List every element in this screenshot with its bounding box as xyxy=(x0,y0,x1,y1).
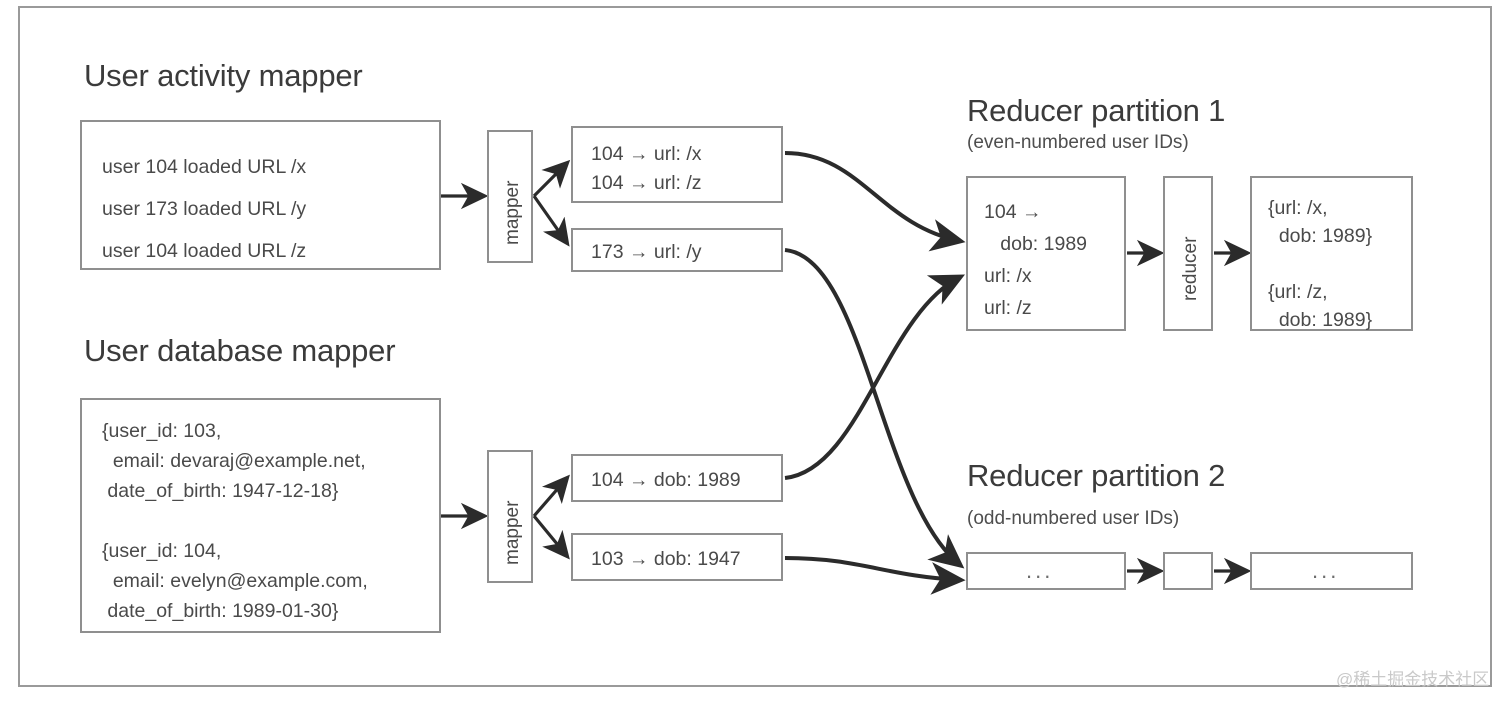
text-line: user 104 loaded URL /x xyxy=(102,156,307,178)
text-line: dob: 1989} xyxy=(1268,225,1373,247)
activity-mapper-output-lines-1: 104 → url: /x 104 → url: /z xyxy=(591,140,702,198)
user-database-input-box: {user_id: 103, email: devaraj@example.ne… xyxy=(80,398,441,633)
reducer-2-output-box: ... xyxy=(1250,552,1413,590)
user-database-mapper-title: User database mapper xyxy=(84,333,396,368)
watermark: @稀土掘金技术社区 xyxy=(1336,670,1490,689)
reducer-1-input-box: 104 → dob: 1989 url: /x url: /z xyxy=(966,176,1126,331)
reducer-partition-1-subtitle: (even-numbered user IDs) xyxy=(967,132,1189,153)
activity-mapper-label: mapper xyxy=(502,180,523,245)
text-line xyxy=(102,506,368,536)
text-line: 104 → url: /z xyxy=(591,172,702,194)
text-line: 173 → url: /y xyxy=(591,241,702,263)
database-mapper-label: mapper xyxy=(502,500,523,565)
user-activity-mapper-title: User activity mapper xyxy=(84,58,363,93)
text-line: {url: /z, xyxy=(1268,281,1328,303)
reducer-partition-1-title: Reducer partition 1 xyxy=(967,93,1226,128)
text-line: dob: 1989 xyxy=(984,233,1088,255)
reducer-2-input-box: ... xyxy=(966,552,1126,590)
reducer-partition-2-subtitle: (odd-numbered user IDs) xyxy=(967,508,1180,529)
reducer-2-output-ellipsis: ... xyxy=(1312,558,1340,583)
text-line: url: /x xyxy=(984,265,1032,287)
text-line: user 104 loaded URL /z xyxy=(102,240,307,262)
reducer-partition-2-title: Reducer partition 2 xyxy=(967,458,1226,493)
text-line: date_of_birth: 1989-01-30} xyxy=(102,600,339,622)
text-line: {user_id: 103, xyxy=(102,420,222,442)
text-line: date_of_birth: 1947-12-18} xyxy=(102,480,339,502)
activity-mapper-output-box-1: 104 → url: /x 104 → url: /z xyxy=(571,126,783,203)
text-line: {user_id: 104, xyxy=(102,540,222,562)
activity-mapper-output-lines-2: 173 → url: /y xyxy=(591,241,702,263)
text-line: 104 → url: /x xyxy=(591,143,702,165)
text-line: url: /z xyxy=(984,297,1032,319)
text-line: 104 → dob: 1989 xyxy=(591,469,741,491)
text-line xyxy=(1268,250,1372,278)
text-line: user 173 loaded URL /y xyxy=(102,198,307,220)
reducer-2-input-ellipsis: ... xyxy=(1026,558,1054,583)
text-line: email: evelyn@example.com, xyxy=(102,570,368,592)
text-line: dob: 1989} xyxy=(1268,309,1373,331)
database-mapper-output-lines-2: 103 → dob: 1947 xyxy=(591,548,741,570)
text-line: {url: /x, xyxy=(1268,197,1328,219)
activity-mapper-output-box-2: 173 → url: /y xyxy=(571,228,783,272)
text-line: email: devaraj@example.net, xyxy=(102,450,366,472)
user-database-input-lines: {user_id: 103, email: devaraj@example.ne… xyxy=(102,416,368,626)
database-mapper-output-lines-1: 104 → dob: 1989 xyxy=(591,469,741,491)
reducer-1-input-lines: 104 → dob: 1989 url: /x url: /z xyxy=(984,196,1087,324)
database-mapper-output-box-2: 103 → dob: 1947 xyxy=(571,533,783,581)
reducer-1-label: reducer xyxy=(1180,236,1201,301)
database-mapper-output-box-1: 104 → dob: 1989 xyxy=(571,454,783,502)
reducer-1-output-lines: {url: /x, dob: 1989} {url: /z, dob: 1989… xyxy=(1268,194,1372,334)
text-line: 104 → xyxy=(984,201,1042,223)
user-activity-input-box: user 104 loaded URL /x user 173 loaded UR… xyxy=(80,120,441,270)
text-line: 103 → dob: 1947 xyxy=(591,548,741,570)
database-mapper-box: mapper xyxy=(487,450,533,583)
reducer-2-box xyxy=(1163,552,1213,590)
reducer-1-output-box: {url: /x, dob: 1989} {url: /z, dob: 1989… xyxy=(1250,176,1413,331)
activity-mapper-box: mapper xyxy=(487,130,533,263)
user-activity-input-lines: user 104 loaded URL /x user 173 loaded UR… xyxy=(102,146,306,272)
reducer-1-box: reducer xyxy=(1163,176,1213,331)
